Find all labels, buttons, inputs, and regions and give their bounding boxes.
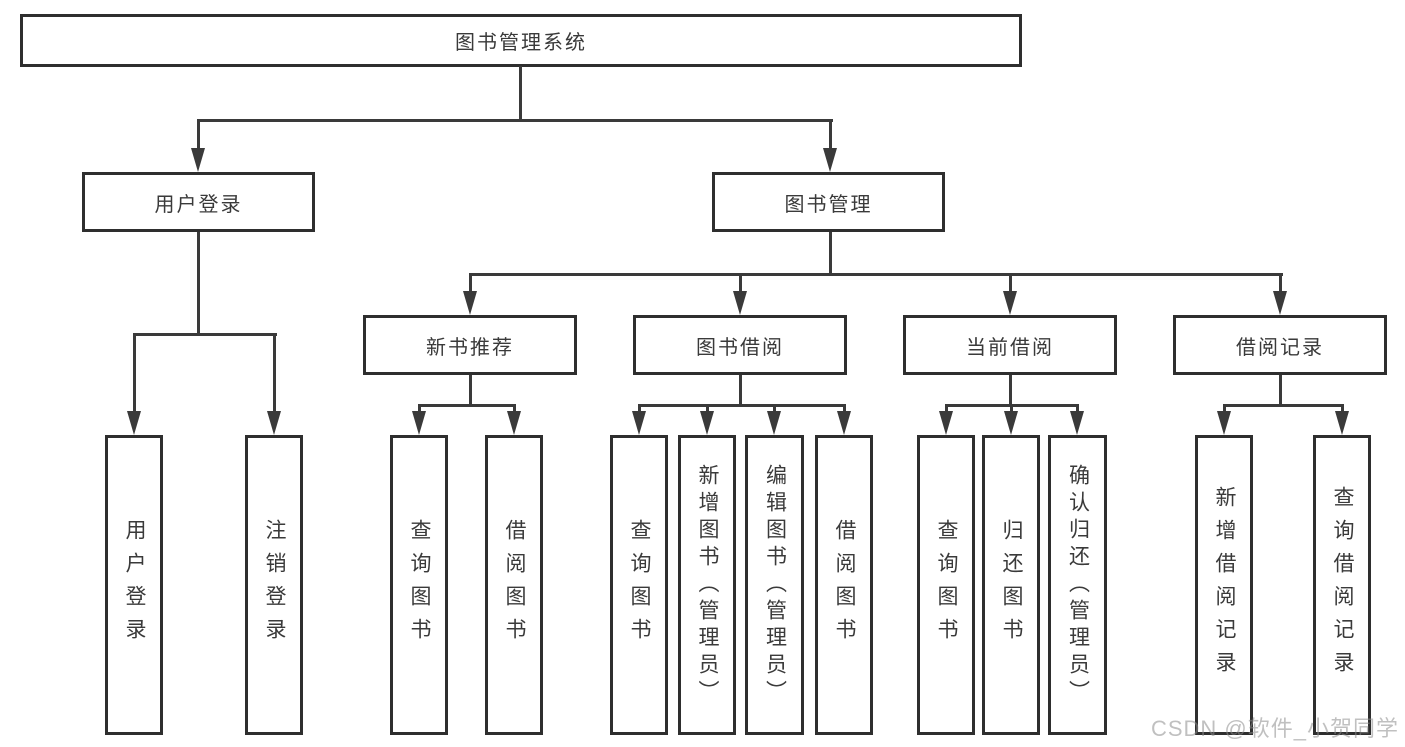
leaf-query-books-current: 查询图书 xyxy=(917,435,975,735)
arrow-down-icon xyxy=(191,148,205,172)
connector-root-hline xyxy=(197,119,833,122)
leaf-logout: 注销登录 xyxy=(245,435,303,735)
connector-leaf-stem xyxy=(843,404,846,413)
leaf-query-books-recommend: 查询图书 xyxy=(390,435,448,735)
leaf-label: 新增图书（管理员） xyxy=(696,463,719,707)
node-new-book-recommend: 新书推荐 xyxy=(363,315,577,375)
connector-leaf-stem xyxy=(1341,404,1344,413)
leaf-borrow-books: 借阅图书 xyxy=(815,435,873,735)
arrow-down-icon xyxy=(412,411,426,435)
connector-book-mgmt-stem xyxy=(829,119,832,150)
arrow-down-icon xyxy=(1273,291,1287,315)
arrow-down-icon xyxy=(1335,411,1349,435)
arrow-down-icon xyxy=(632,411,646,435)
leaf-label: 查询图书 xyxy=(628,519,651,651)
connector-leaf-stem xyxy=(133,333,136,411)
arrow-down-icon xyxy=(267,411,281,435)
arrow-down-icon xyxy=(1004,411,1018,435)
leaf-label: 确认归还（管理员） xyxy=(1066,463,1090,707)
leaf-add-borrow-record: 新增借阅记录 xyxy=(1195,435,1253,735)
connector-leaf-stem xyxy=(1223,404,1226,413)
node-current-borrowing: 当前借阅 xyxy=(903,315,1117,375)
connector-leaf-stem xyxy=(1010,404,1013,413)
arrow-down-icon xyxy=(837,411,851,435)
leaf-label: 查询图书 xyxy=(935,519,958,651)
connector-leaf-stem xyxy=(706,404,709,413)
connector-level3-stem xyxy=(1279,273,1282,293)
connector-book-mgmt-down xyxy=(829,232,832,276)
arrow-down-icon xyxy=(700,411,714,435)
connector-leaf-stem xyxy=(773,404,776,413)
connector-level3-stem xyxy=(1009,273,1012,293)
connector-book-mgmt-hline xyxy=(469,273,1283,276)
connector-down xyxy=(1279,375,1282,407)
node-label: 图书借阅 xyxy=(696,336,784,359)
node-label: 新书推荐 xyxy=(426,336,514,359)
node-label: 图书管理系统 xyxy=(455,32,587,54)
connector-down xyxy=(739,375,742,407)
arrow-down-icon xyxy=(127,411,141,435)
arrow-down-icon xyxy=(733,291,747,315)
leaf-add-books-admin: 新增图书（管理员） xyxy=(678,435,736,735)
arrow-down-icon xyxy=(939,411,953,435)
connector-root-stem xyxy=(519,66,522,122)
leaf-borrow-books-recommend: 借阅图书 xyxy=(485,435,543,735)
connector-leaf-stem xyxy=(418,404,421,413)
node-borrowing-records: 借阅记录 xyxy=(1173,315,1387,375)
leaf-label: 查询借阅记录 xyxy=(1331,486,1354,684)
arrow-down-icon xyxy=(507,411,521,435)
node-label: 借阅记录 xyxy=(1236,336,1324,359)
node-book-management: 图书管理 xyxy=(712,172,945,232)
connector-leaf-stem xyxy=(1076,404,1079,413)
connector-user-login-down xyxy=(197,232,200,336)
leaf-confirm-return-admin: 确认归还（管理员） xyxy=(1048,435,1107,735)
connector-down xyxy=(1009,375,1012,407)
leaf-label: 新增借阅记录 xyxy=(1213,486,1236,684)
connector-user-login-hline xyxy=(133,333,277,336)
arrow-down-icon xyxy=(1070,411,1084,435)
node-user-login: 用户登录 xyxy=(82,172,315,232)
connector-level3-stem xyxy=(739,273,742,293)
connector-leaf-stem xyxy=(638,404,641,413)
leaf-label: 查询图书 xyxy=(408,519,431,651)
leaf-label: 编辑图书（管理员） xyxy=(763,463,787,707)
leaf-query-borrow-record: 查询借阅记录 xyxy=(1313,435,1371,735)
connector-leaf-stem xyxy=(513,404,516,413)
connector-down xyxy=(469,375,472,407)
leaf-label: 注销登录 xyxy=(263,519,286,651)
leaf-label: 借阅图书 xyxy=(833,519,856,651)
connector-leaf-stem xyxy=(273,333,276,411)
leaf-label: 用户登录 xyxy=(123,519,146,651)
arrow-down-icon xyxy=(767,411,781,435)
node-book-borrowing: 图书借阅 xyxy=(633,315,847,375)
node-label: 当前借阅 xyxy=(966,336,1054,359)
connector-leaf-stem xyxy=(945,404,948,413)
connector-hline xyxy=(1223,404,1343,407)
leaf-edit-books-admin: 编辑图书（管理员） xyxy=(745,435,804,735)
node-library-system: 图书管理系统 xyxy=(20,14,1022,67)
connector-hline xyxy=(638,404,846,407)
leaf-query-books-borrow: 查询图书 xyxy=(610,435,668,735)
arrow-down-icon xyxy=(1003,291,1017,315)
connector-user-login-stem xyxy=(197,119,200,150)
node-label: 图书管理 xyxy=(784,193,873,216)
node-label: 用户登录 xyxy=(154,193,243,216)
connector-level3-stem xyxy=(469,273,472,293)
leaf-label: 归还图书 xyxy=(1000,519,1023,651)
connector-hline xyxy=(418,404,516,407)
leaf-return-books: 归还图书 xyxy=(982,435,1040,735)
leaf-user-login: 用户登录 xyxy=(105,435,163,735)
arrow-down-icon xyxy=(1217,411,1231,435)
arrow-down-icon xyxy=(463,291,477,315)
leaf-label: 借阅图书 xyxy=(503,519,526,651)
watermark-text: CSDN @软件_小贺同学 xyxy=(1150,716,1399,741)
arrow-down-icon xyxy=(823,148,837,172)
